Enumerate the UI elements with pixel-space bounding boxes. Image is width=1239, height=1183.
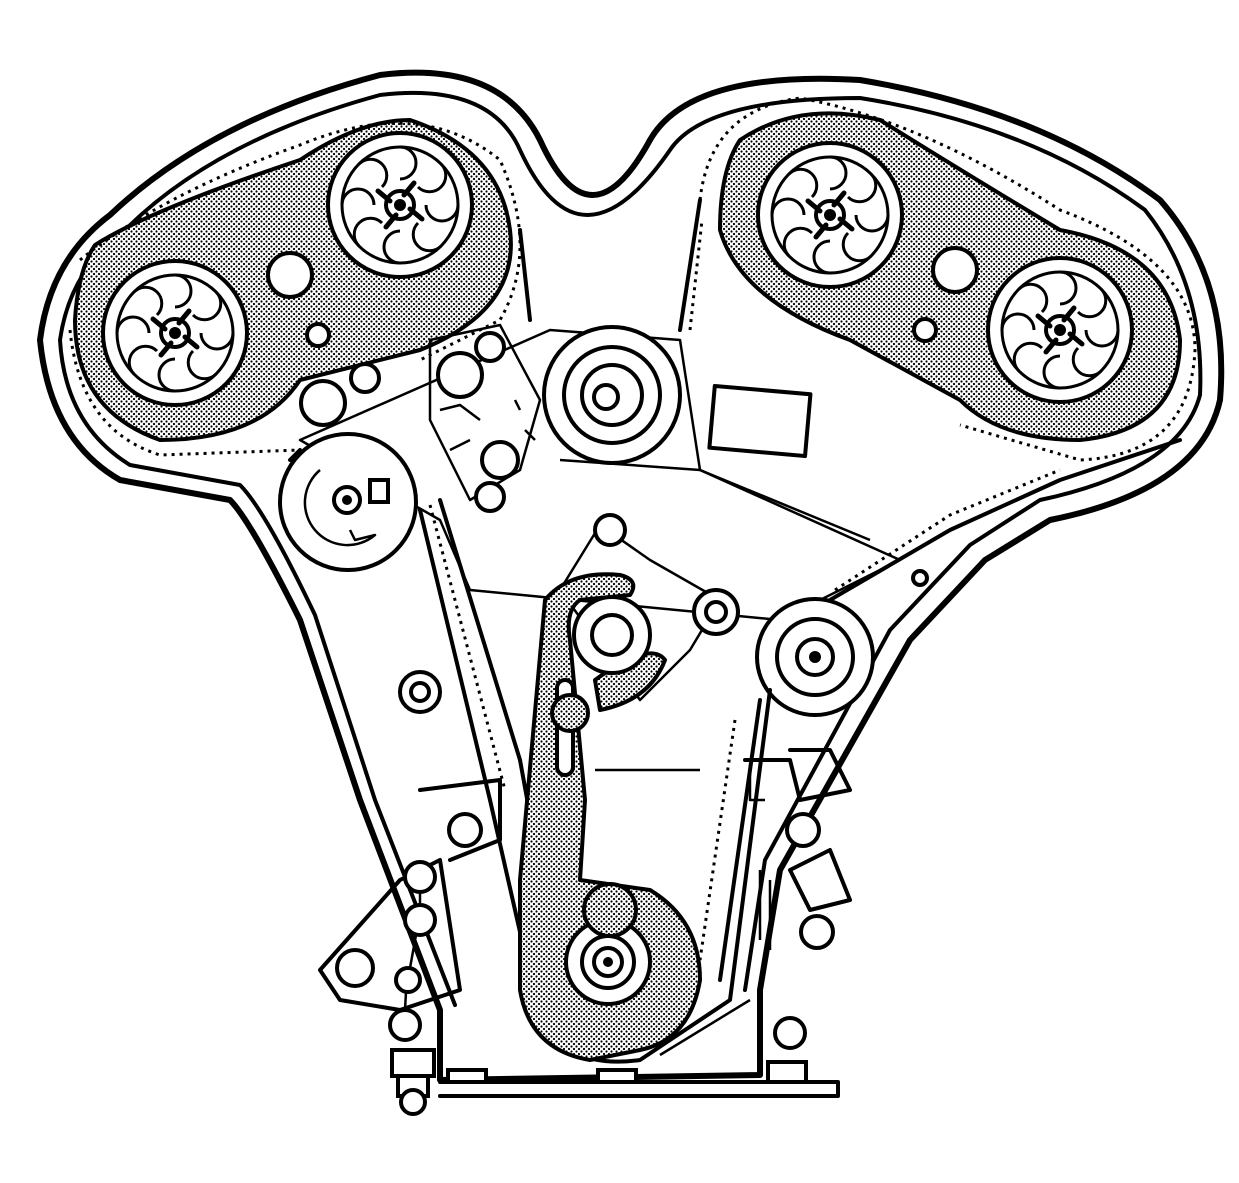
right-idler-pulley xyxy=(755,597,875,717)
cover-bolt xyxy=(911,569,929,587)
right-plate-dowel xyxy=(912,317,938,343)
sensor-block xyxy=(743,748,852,1050)
front-cover-outline xyxy=(37,69,1225,1083)
upper-idler-pulley xyxy=(542,325,682,465)
right-plate-bolt xyxy=(931,246,979,294)
mounting-bolt xyxy=(390,1048,436,1116)
lower-left-bracket xyxy=(318,670,502,1042)
right-bank-camshaft-plate xyxy=(698,96,1197,462)
left-tensioner-pulley xyxy=(278,432,418,572)
belt-tensioner-arm xyxy=(518,513,740,1062)
center-housing xyxy=(299,323,542,513)
left-plate-dowel xyxy=(305,322,331,348)
left-plate-bolt xyxy=(266,251,314,299)
cover-label-window xyxy=(707,383,813,459)
crankshaft-sprocket xyxy=(564,882,652,1006)
base-flange xyxy=(438,998,840,1098)
